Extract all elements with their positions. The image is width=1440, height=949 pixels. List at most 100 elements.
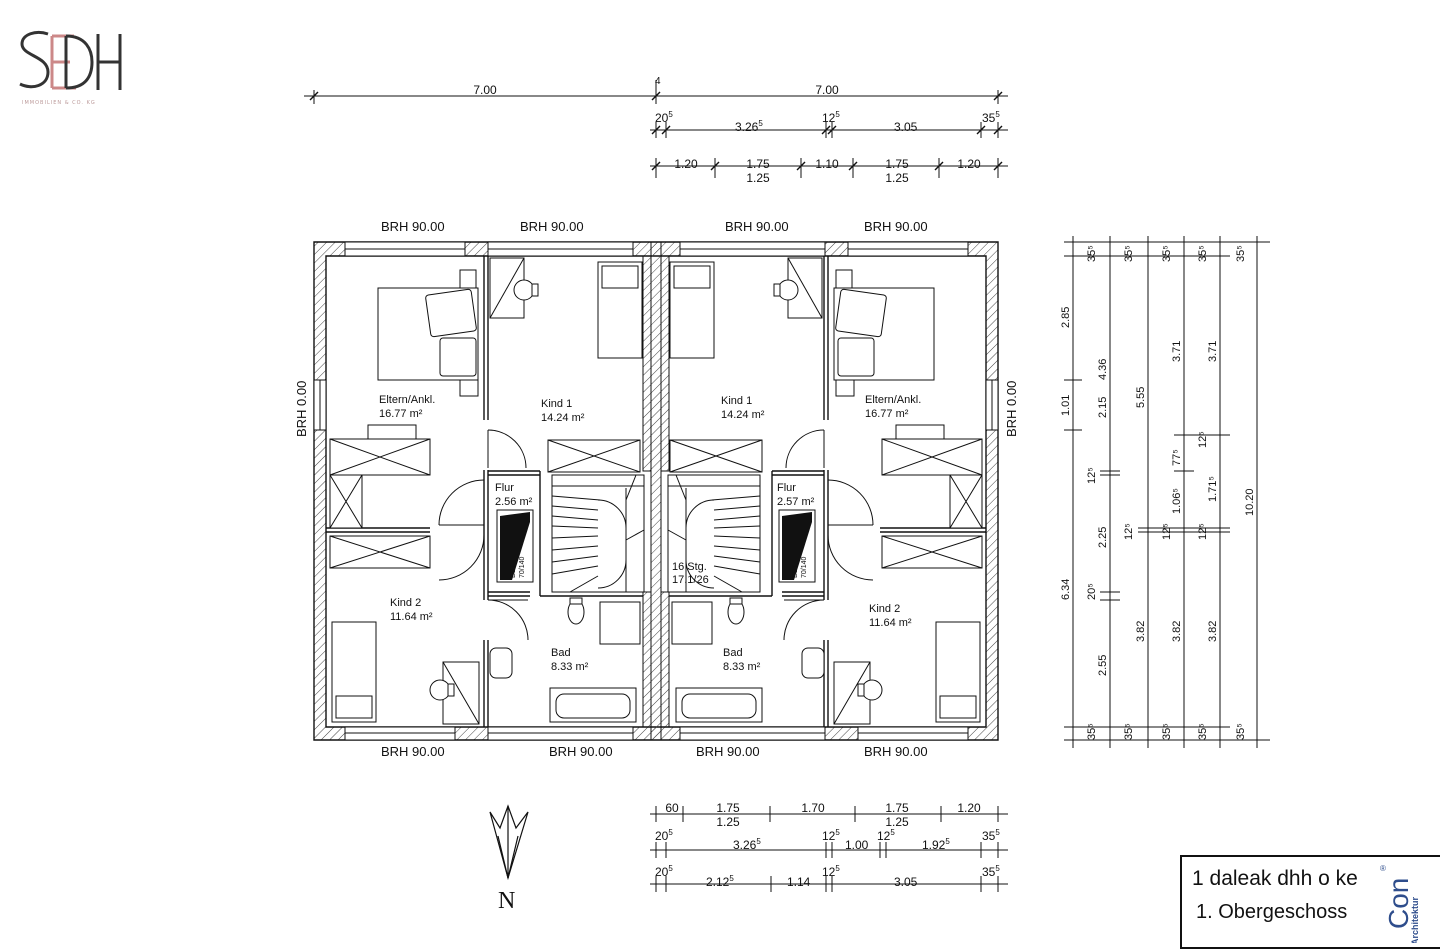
staircase-right [667,474,761,593]
est-size: 70/140 [519,556,526,578]
dim-label: 7.00 [473,83,497,97]
brh-label: BRH 0.00 [1004,381,1019,437]
svg-text:Architektur: Architektur [1410,896,1420,943]
dim-label: 355 [982,110,1000,125]
doors [438,429,874,641]
brh-labels: BRH 90.00 BRH 90.00 BRH 90.00 BRH 90.00 … [294,219,1019,759]
room-labels: Eltern/Ankl. 16.77 m² Kind 1 14.24 m² Ki… [379,394,921,673]
brh-label: BRH 90.00 [520,219,584,234]
dim-label: 77⁵ [1171,449,1183,466]
room-area: 11.64 m² [390,611,433,623]
dim-label: 35⁵ [1086,245,1098,262]
dim-label: 125 [822,864,840,879]
brh-label: BRH 90.00 [549,744,613,759]
est-label: EST [510,564,517,578]
dim-label: 2.55 [1097,655,1109,676]
dim-label: 5.55 [1135,387,1147,408]
room-name: Flur [495,482,514,494]
dim-label: 3.05 [894,875,918,889]
dim-label: 1.71⁵ [1207,476,1219,502]
furniture [329,257,983,725]
dim-label: 3.82 [1207,621,1219,642]
room-name: Eltern/Ankl. [379,394,435,406]
dim-label: 2.85 [1060,307,1072,328]
brh-label: BRH 90.00 [864,219,928,234]
brh-label: BRH 90.00 [725,219,789,234]
dim-label: 35⁵ [1235,245,1247,262]
project-title: 1 daleak dhh o ke [1192,867,1358,890]
dim-label: 1.75 [885,157,909,171]
dim-label: 125 [822,110,840,125]
dim-label: 1.20 [674,157,698,171]
bottom-dimensions [650,806,1008,892]
company-logo [19,30,122,90]
dim-label: 1.14 [787,875,811,889]
room-name: Kind 2 [869,603,900,615]
right-dimensions [1064,236,1270,748]
dim-label: 35⁵ [1123,723,1135,740]
dim-label: 12⁵ [1161,523,1173,540]
dim-total: 10.20 [1244,488,1256,516]
brh-label: BRH 90.00 [381,744,445,759]
room-area: 2.56 m² [495,496,533,508]
brh-label: BRH 0.00 [294,381,309,437]
dim-label: 1.06⁵ [1171,488,1183,514]
north-arrow-icon: N [489,804,529,914]
dim-label: 1.70 [801,801,825,815]
dim-label: 355 [982,828,1000,843]
dim-label: 7.00 [815,83,839,97]
bottom-dimension-labels: 60 1.75 1.70 1.75 1.20 1.25 1.25 205 3.2… [655,801,1000,889]
dim-label: 12⁵ [1197,431,1209,448]
room-name: Eltern/Ankl. [865,394,921,406]
dim-label: 205 [655,828,673,843]
dim-label: 12⁵ [1197,523,1209,540]
est-label: EST [792,564,799,578]
top-dimensions [304,80,1008,178]
room-area: 14.24 m² [721,409,765,421]
dim-label: 1.75 [716,801,740,815]
dim-label: 2.125 [706,874,734,889]
room-area: 2.57 m² [777,496,815,508]
est-size: 70/140 [801,556,808,578]
room-area: 8.33 m² [723,661,761,673]
room-name: Kind 1 [721,395,752,407]
brh-label: BRH 90.00 [696,744,760,759]
room-name: Kind 1 [541,398,572,410]
dim-label: 35⁵ [1086,723,1098,740]
dim-label: 3.71 [1207,341,1219,362]
top-dimension-labels: 7.00 7.00 4 205 3.265 125 3.05 355 1.20 … [473,76,1000,185]
dim-label: 1.25 [716,815,740,829]
title-block: 1 daleak dhh o ke 1. Obergeschoss Con Ar… [1180,855,1440,949]
right-dimension-labels: 35⁵ 2.85 1.01 6.34 35⁵ 35⁵ 4.36 2.15 12⁵… [1060,245,1256,740]
windows [313,241,999,741]
dim-label: 3.71 [1171,341,1183,362]
dim-label: 1.25 [746,171,770,185]
est-shaft-left: EST 70/140 [496,509,534,583]
est-shaft-right: EST 70/140 [778,509,816,583]
dim-label: 35⁵ [1161,245,1173,262]
dim-label: 205 [655,110,673,125]
room-area: 8.33 m² [551,661,589,673]
dim-label: 125 [877,828,895,843]
dim-label: 1.01 [1060,395,1072,416]
dim-label: 4 [655,76,661,87]
dim-label: 1.25 [885,815,909,829]
dim-label: 6.34 [1060,579,1072,600]
room-name: Kind 2 [390,597,421,609]
logo-tagline: IMMOBILIEN & CO. KG [22,100,96,106]
room-area: 16.77 m² [865,408,909,420]
dim-label: 2.15 [1097,397,1109,418]
dim-label: 3.82 [1171,621,1183,642]
brh-label: BRH 90.00 [381,219,445,234]
dim-label: 3.05 [894,120,918,134]
staircase-left [551,474,645,593]
dim-label: 1.925 [922,837,950,852]
brh-label: BRH 90.00 [864,744,928,759]
dim-label: 35⁵ [1235,723,1247,740]
svg-text:®: ® [1380,864,1386,873]
dim-label: 2.25 [1097,527,1109,548]
dim-label: 3.82 [1135,621,1147,642]
dim-label: 12⁵ [1086,467,1098,484]
dim-label: 20⁵ [1086,583,1098,600]
